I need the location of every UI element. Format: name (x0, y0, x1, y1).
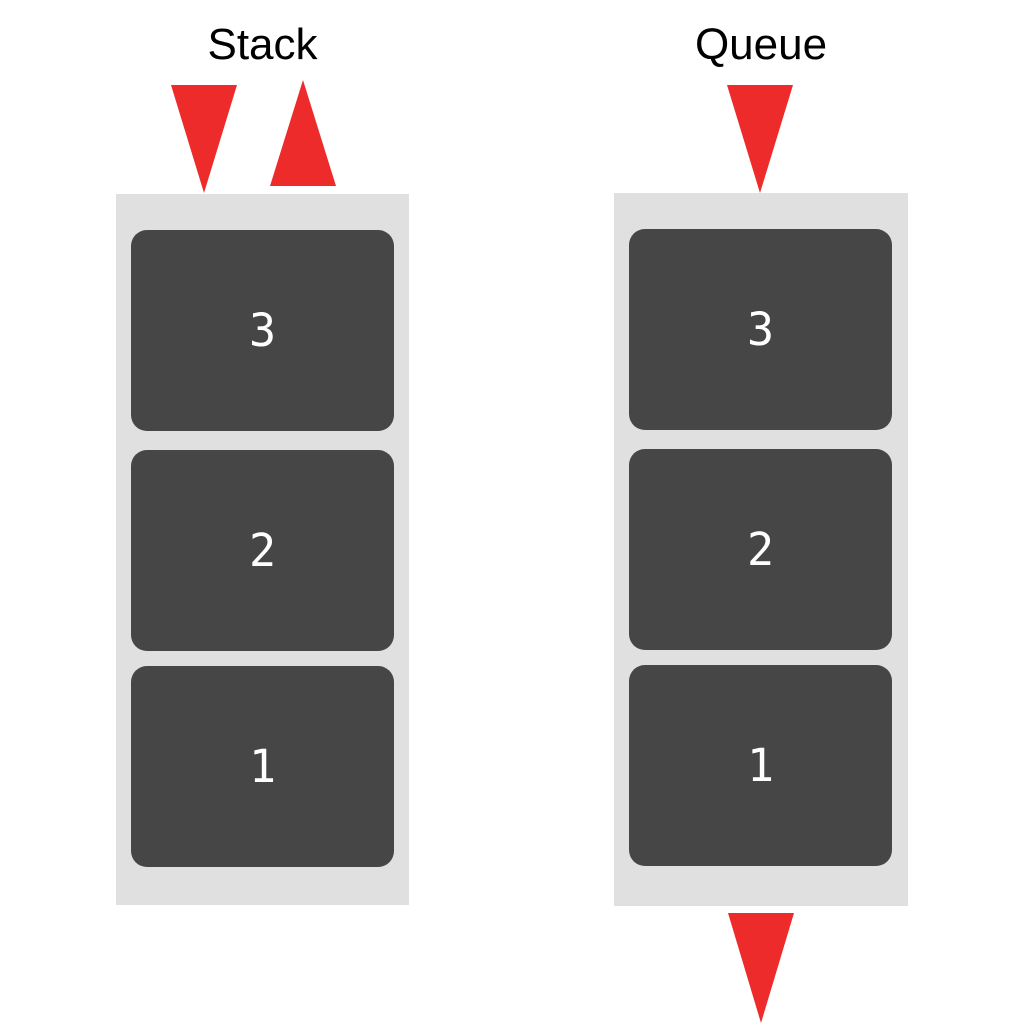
stack-pop-up-arrow-icon (270, 80, 336, 186)
stack-item: 2 (131, 450, 394, 651)
queue-item: 3 (629, 229, 892, 430)
stack-item-label: 3 (248, 304, 277, 357)
queue-enqueue-down-arrow-icon (727, 85, 793, 193)
queue-item: 1 (629, 665, 892, 866)
queue-dequeue-down-arrow-icon (728, 913, 794, 1023)
queue-title: Queue (694, 20, 828, 69)
queue-item-label: 3 (746, 303, 775, 356)
stack-title: Stack (207, 20, 318, 69)
queue-item-label: 1 (746, 739, 775, 792)
queue-item: 2 (629, 449, 892, 650)
stack-item-label: 1 (248, 740, 277, 793)
stack-item-label: 2 (248, 524, 277, 577)
stack-push-down-arrow-icon (171, 85, 237, 193)
stack-item: 3 (131, 230, 394, 431)
stack-container: 3 2 1 (116, 194, 409, 905)
stack-item: 1 (131, 666, 394, 867)
queue-container: 3 2 1 (614, 193, 908, 906)
queue-item-label: 2 (746, 523, 775, 576)
